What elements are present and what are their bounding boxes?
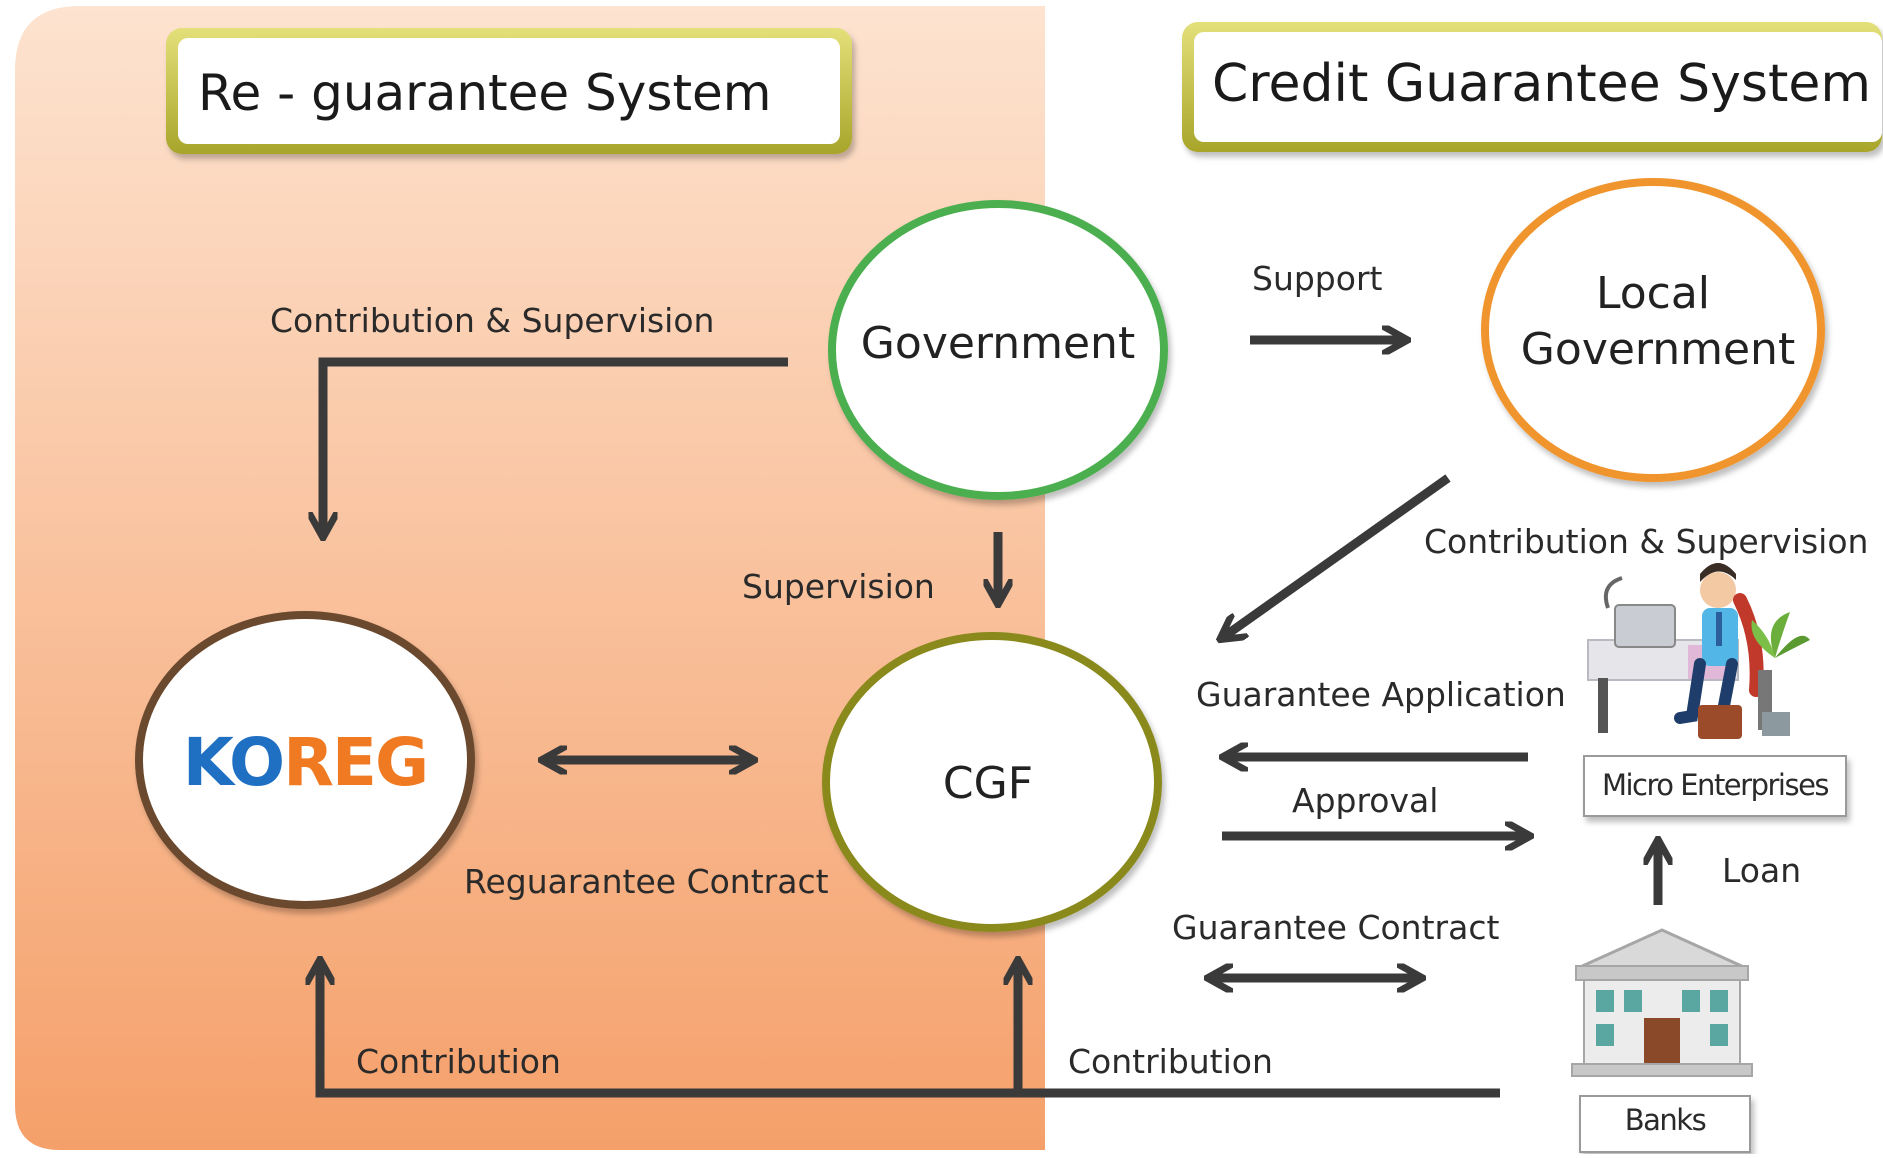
banks-label: Banks <box>1625 1103 1706 1137</box>
label-guarantee-contract: Guarantee Contract <box>1172 908 1499 947</box>
arrow-government-to-koreg <box>323 357 788 535</box>
micro-enterprises-label: Micro Enterprises <box>1602 768 1828 802</box>
koreg-logo: KOREG <box>183 724 427 801</box>
local-government-node: Local Government <box>1481 178 1825 482</box>
government-node: Government <box>828 200 1168 500</box>
label-loan: Loan <box>1722 851 1801 890</box>
government-label: Government <box>861 318 1135 369</box>
credit-guarantee-title: Credit Guarantee System <box>1212 54 1871 114</box>
credit-guarantee-title-box <box>1182 22 1882 152</box>
label-supervision: Supervision <box>742 567 935 606</box>
label-contribution-right: Contribution <box>1068 1042 1273 1081</box>
label-contribution-supervision-right: Contribution & Supervision <box>1424 522 1868 561</box>
label-approval: Approval <box>1292 781 1438 820</box>
koreg-node: KOREG <box>135 611 475 909</box>
label-contribution-supervision-left: Contribution & Supervision <box>270 301 714 340</box>
flow-arrows <box>320 340 1658 1098</box>
label-support: Support <box>1252 259 1383 298</box>
local-government-label-line2: Government <box>1521 324 1795 375</box>
cgf-label: CGF <box>943 758 1033 809</box>
reguarantee-title-box <box>166 28 852 154</box>
micro-enterprises-box <box>1583 755 1847 817</box>
banks-box <box>1579 1095 1751 1153</box>
label-guarantee-application: Guarantee Application <box>1196 675 1566 714</box>
cgf-node: CGF <box>822 632 1162 932</box>
label-reguarantee-contract: Reguarantee Contract <box>464 862 829 901</box>
arrow-local-government-to-cgf <box>1222 474 1451 638</box>
label-contribution-left: Contribution <box>356 1042 561 1081</box>
local-government-label-line1: Local <box>1596 268 1710 319</box>
arrow-banks-contribution <box>320 962 1500 1098</box>
reguarantee-title: Re - guarantee System <box>198 64 772 122</box>
bank-building-icon <box>1571 928 1753 1077</box>
person-at-desk-icon <box>1587 563 1810 739</box>
